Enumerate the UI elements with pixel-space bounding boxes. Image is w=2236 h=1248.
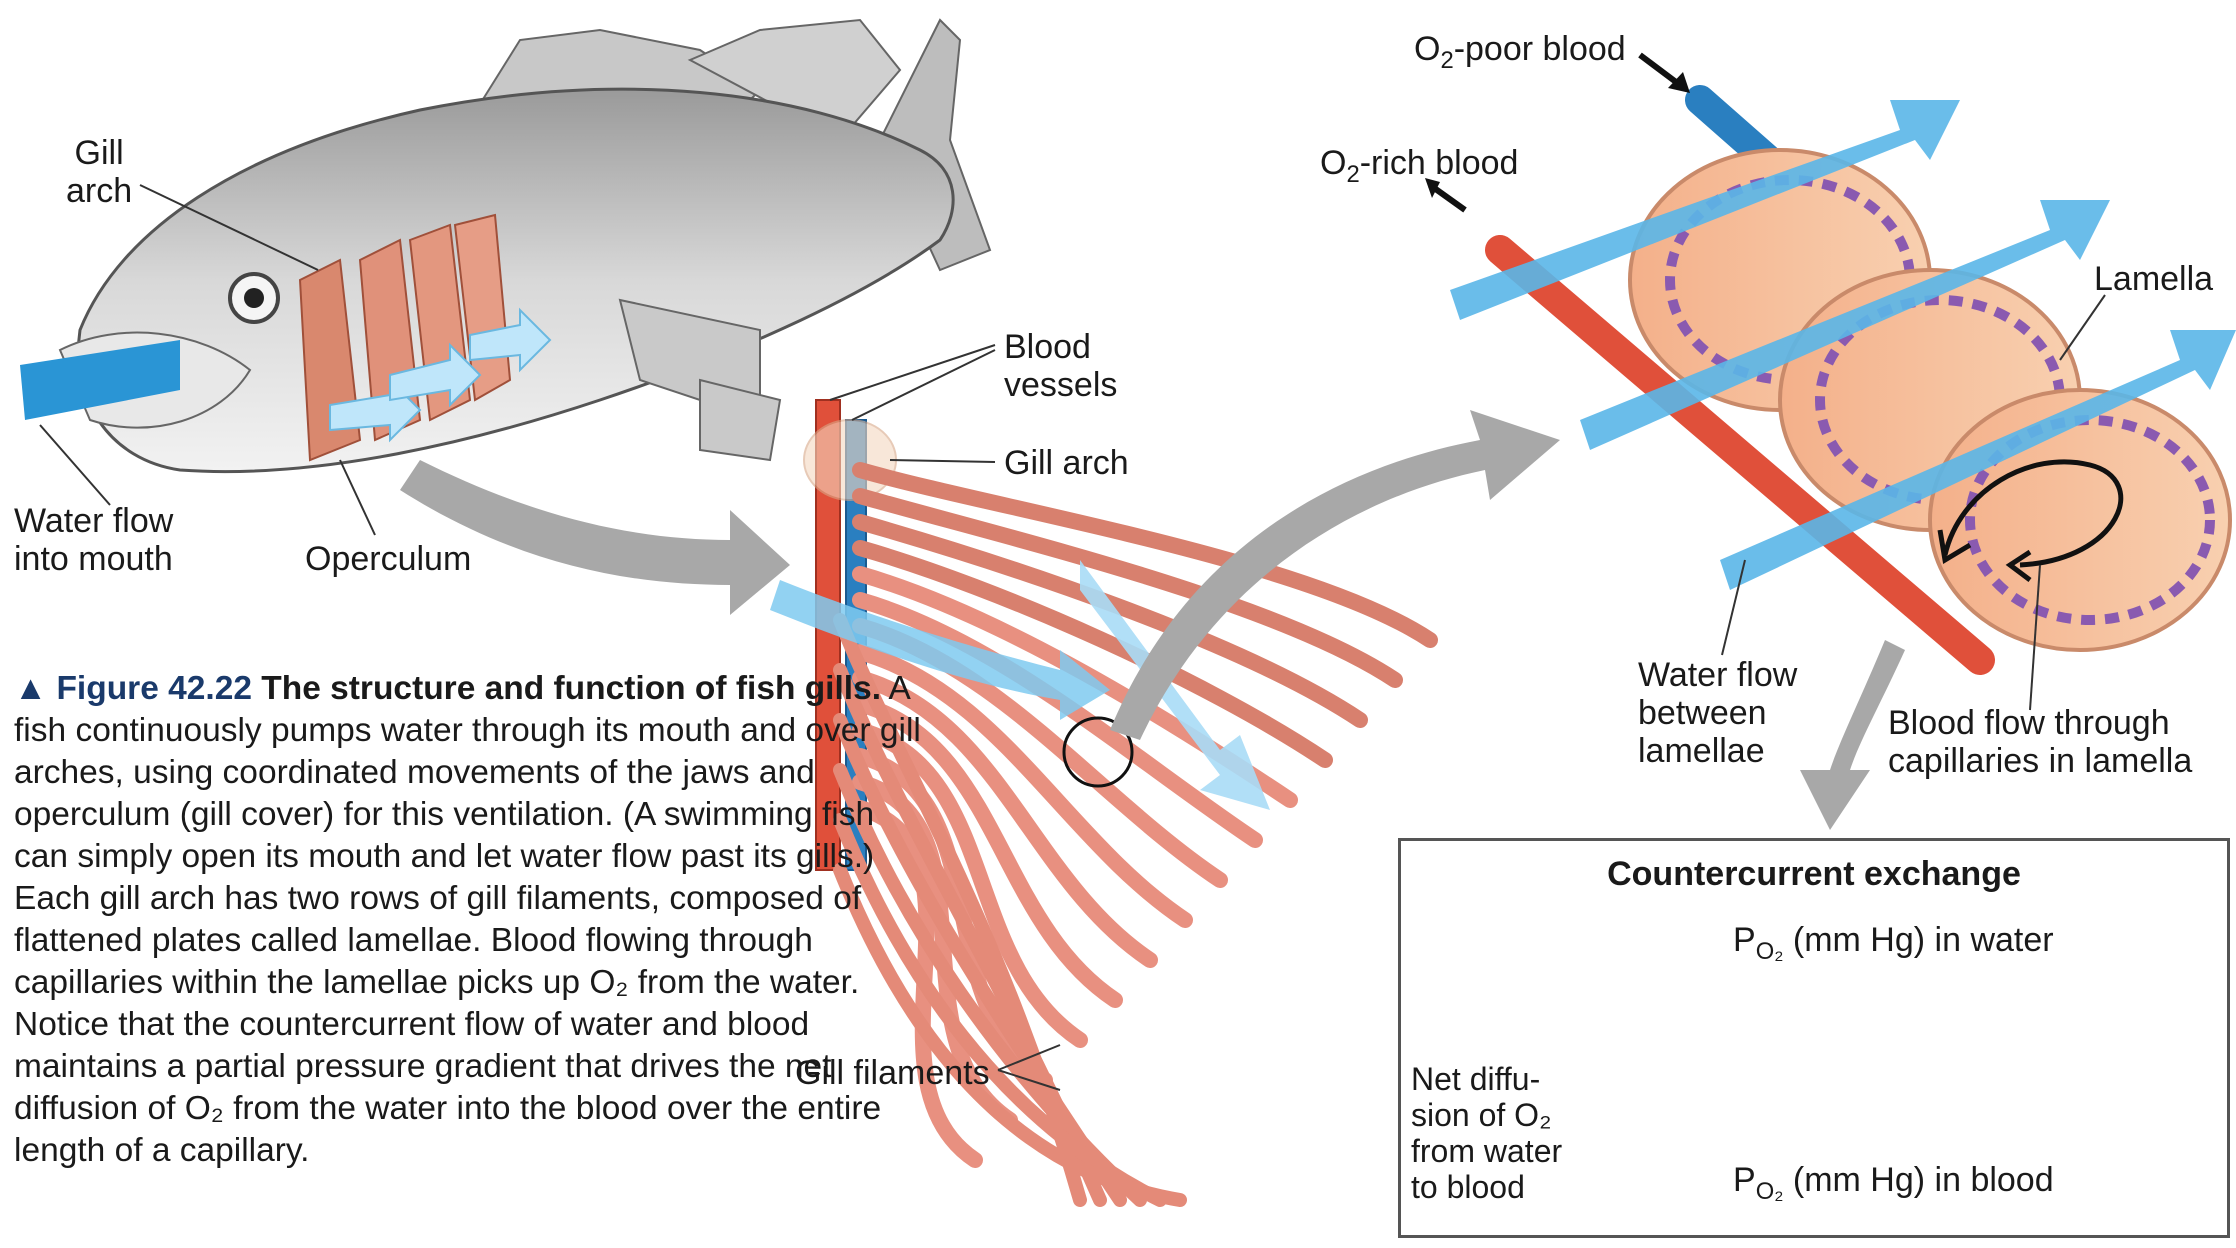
label-o2-rich-blood: O2-rich blood [1320, 144, 1518, 194]
figure-number: ▲ Figure 42.22 [14, 670, 252, 707]
label-o2-poor-blood: O2-poor blood [1414, 30, 1626, 80]
figure-caption: ▲ Figure 42.22 The structure and functio… [14, 668, 934, 1172]
label-operculum: Operculum [305, 540, 471, 578]
fish-illustration [20, 20, 990, 472]
blood-value: 80 [1893, 1087, 1929, 1124]
countercurrent-title: Countercurrent exchange [1401, 855, 2227, 894]
blood-value: 140 [1743, 1087, 1796, 1124]
figure-title: The structure and function of fish gills… [261, 670, 881, 707]
blood-value: 50 [1957, 1087, 1993, 1124]
water-value: 60 [1967, 979, 2003, 1016]
water-value: 90 [1899, 979, 1935, 1016]
water-value: 120 [1821, 979, 1874, 1016]
blood-value: 110 [1815, 1087, 1867, 1124]
water-value: 150 [1751, 979, 1804, 1016]
net-diffusion-label: Net diffu- sion of O₂ from water to bloo… [1411, 1061, 1562, 1205]
blood-po2-label: PO₂ (mm Hg) in blood [1733, 1161, 2054, 1211]
lamellae-illustration [1450, 100, 2236, 660]
figure-body: A fish continuously pumps water through … [14, 670, 921, 1169]
water-value: 30 [2027, 979, 2063, 1016]
water-po2-label: PO₂ (mm Hg) in water [1733, 921, 2054, 971]
label-gill-arch-mid: Gill arch [1004, 444, 1129, 482]
label-lamella: Lamella [2094, 260, 2213, 298]
countercurrent-box: Countercurrent exchange PO₂ (mm Hg) in w… [1398, 838, 2230, 1238]
blood-value: 20 [2025, 1087, 2061, 1124]
